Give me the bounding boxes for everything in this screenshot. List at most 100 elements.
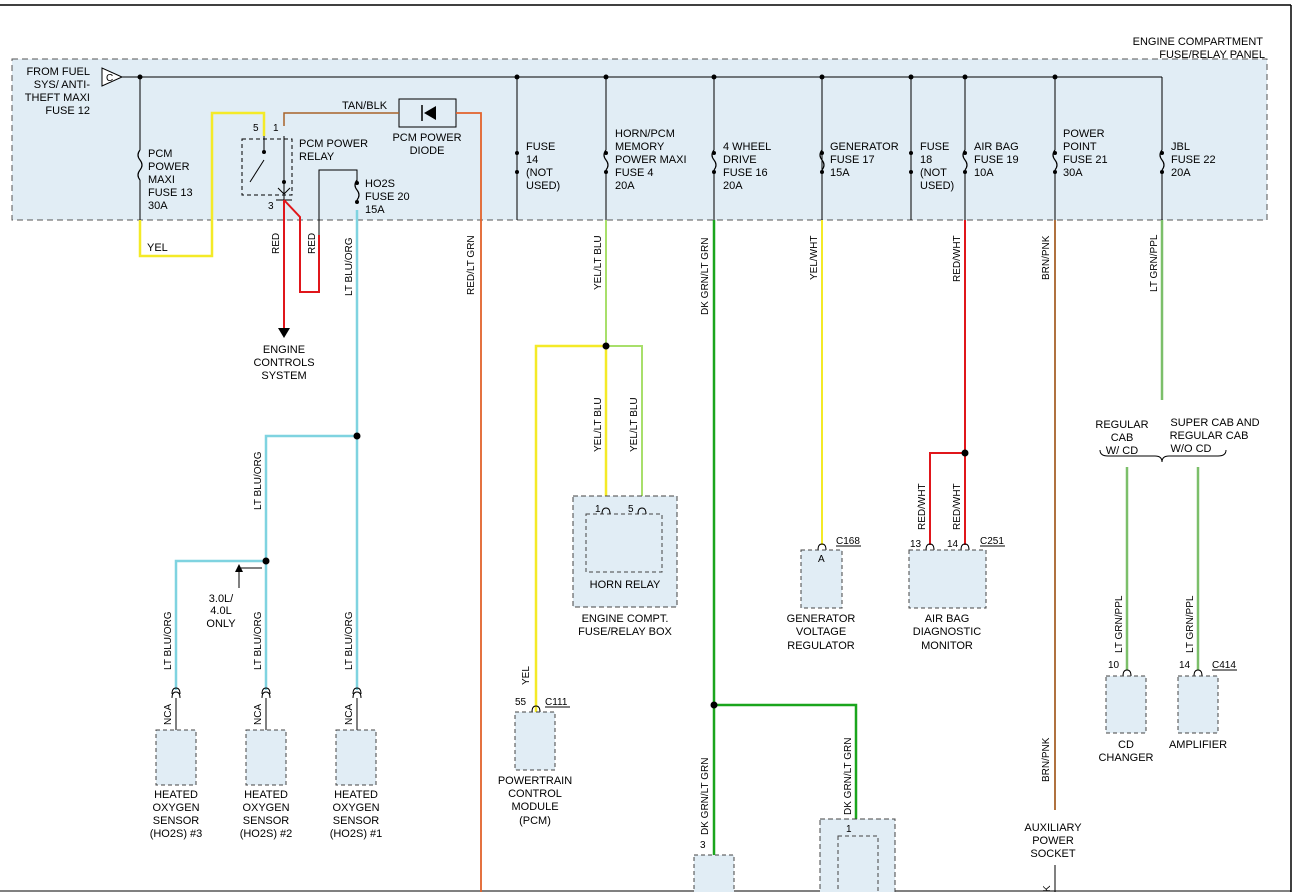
pcm-box	[514, 711, 556, 771]
aux-l3: SOCKET	[1030, 848, 1076, 860]
gen-l1: GENERATOR	[787, 613, 856, 625]
arrow-down-icon	[278, 328, 290, 338]
option-l2: 4.0L	[210, 605, 231, 617]
airbag-l2: DIAGNOSTIC	[913, 626, 982, 638]
lgp-label-1: LT GRN/PPL	[1149, 234, 1160, 292]
s3-l4: (HO2S) #3	[150, 828, 203, 840]
tan-blk-wire	[283, 112, 399, 126]
red-lt-grn-wire	[456, 112, 482, 892]
ylb-label-1: YEL/LT BLU	[593, 235, 604, 290]
aux-l1: AUXILIARY	[1024, 822, 1082, 834]
fuse13-l4: FUSE 13	[148, 187, 193, 199]
fuse18-l1: FUSE	[920, 141, 949, 153]
yel-label: YEL	[147, 242, 168, 254]
nca-s1: NCA	[344, 704, 355, 725]
diode-label-2: DIODE	[410, 145, 445, 157]
airbag-terminals	[925, 543, 970, 551]
tan-blk-label: TAN/BLK	[342, 100, 388, 112]
pcm-pin: 55	[515, 697, 527, 708]
fuse13-l5: 30A	[148, 200, 168, 212]
engine-controls-l1: ENGINE	[263, 344, 305, 356]
dkgrn2-pin1: 1	[846, 824, 852, 835]
lgp-label-3: LT GRN/PPL	[1185, 595, 1196, 653]
lgp-label-2: LT GRN/PPL	[1114, 595, 1125, 653]
bus-drops	[139, 77, 1163, 220]
s3-l3: SENSOR	[153, 815, 200, 827]
panel-title-1: ENGINE COMPARTMENT	[1133, 36, 1264, 48]
fuse20-l1: HO2S	[365, 178, 395, 190]
fuse19-l1: AIR BAG	[974, 141, 1019, 153]
fuse18-l2: 18	[920, 154, 932, 166]
fuse13-l1: PCM	[148, 148, 172, 160]
amp-pin: 14	[1179, 660, 1191, 671]
fuse14-l2: 14	[526, 154, 538, 166]
from-fuel-line3: THEFT MAXI	[25, 92, 90, 104]
fuse-terminal-dots	[355, 151, 1164, 204]
airbag-connector: C251	[980, 536, 1004, 547]
lbo-label-mid: LT BLU/ORG	[253, 451, 264, 510]
fuse19-l2: FUSE 19	[974, 154, 1019, 166]
panel-title-2: FUSE/RELAY PANEL	[1159, 49, 1265, 61]
fuse14-l1: FUSE	[526, 141, 555, 153]
cab-right-l2: REGULAR CAB	[1170, 430, 1249, 442]
fuse21-l3: FUSE 21	[1063, 154, 1108, 166]
ho2s-2-box	[245, 729, 287, 786]
red-lt-grn-label: RED/LT GRN	[466, 235, 477, 295]
dkgrn-label-1: DK GRN/LT GRN	[700, 238, 711, 315]
lbo-label-main: LT BLU/ORG	[344, 237, 355, 296]
engine-compt-l1: ENGINE COMPT.	[582, 613, 669, 625]
cab-left-l3: W/ CD	[1106, 445, 1138, 457]
dk-grn-lt-grn-wires	[712, 220, 858, 858]
fuse17-l3: 15A	[830, 167, 850, 179]
dkgrn-pin3: 3	[700, 840, 706, 851]
fuse4-l4: FUSE 4	[615, 167, 654, 179]
yel-wire	[138, 111, 266, 258]
yel-horn-wire-5	[606, 345, 643, 505]
ylb-label-2: YEL/LT BLU	[593, 397, 604, 452]
red-wht-label-2: RED/WHT	[917, 483, 928, 530]
horn-relay-label: HORN RELAY	[590, 579, 661, 591]
option-l1: 3.0L/	[209, 593, 234, 605]
gen-l3: REGULATOR	[787, 640, 854, 652]
audio-terminals	[1122, 669, 1203, 677]
ho2s-3-box	[155, 729, 197, 786]
bus-splice-dots	[137, 74, 1058, 80]
fuse19-l3: 10A	[974, 167, 994, 179]
red-wht-wires	[929, 220, 966, 545]
lbo-label-s3: LT BLU/ORG	[163, 611, 174, 670]
s3-l1: HEATED	[154, 789, 198, 801]
fuse4-l5: 20A	[615, 180, 635, 192]
fuse21-l2: POINT	[1063, 141, 1097, 153]
fuse17-l2: FUSE 17	[830, 154, 875, 166]
amplifier-box	[1177, 675, 1219, 734]
cab-left-l1: REGULAR	[1095, 419, 1148, 431]
ylb-label-3: YEL/LT BLU	[629, 397, 640, 452]
gen-reg-box	[800, 549, 843, 609]
s1-l3: SENSOR	[333, 815, 380, 827]
fuse-lower-stubs	[139, 172, 1163, 220]
s1-l1: HEATED	[334, 789, 378, 801]
horn-relay-box	[585, 513, 663, 573]
fuse21-l4: 30A	[1063, 167, 1083, 179]
splice-ho2s-b	[262, 557, 270, 565]
cab-left-l2: CAB	[1111, 432, 1134, 444]
splice-horn	[602, 342, 610, 350]
fuse20-l3: 15A	[365, 204, 385, 216]
airbag-pin14: 14	[947, 539, 959, 550]
splice-ho2s-a	[353, 432, 361, 440]
gen-l2: VOLTAGE	[796, 626, 846, 638]
horn-relay-terminals	[601, 507, 647, 515]
dkgrn-module-box	[693, 854, 735, 892]
cab-right-l1: SUPER CAB AND	[1170, 417, 1259, 429]
pcm-terminal	[531, 705, 541, 713]
gen-pin-a: A	[818, 554, 825, 565]
red-label-1: RED	[271, 233, 282, 254]
fuse16-l1: 4 WHEEL	[723, 141, 771, 153]
gen-connector: C168	[836, 536, 860, 547]
red-label-2: RED	[307, 233, 318, 254]
fuse16-l3: FUSE 16	[723, 167, 768, 179]
nca-s3: NCA	[163, 704, 174, 725]
from-fuel-line2: SYS/ ANTI-	[34, 79, 91, 91]
horn-pin1: 1	[595, 504, 601, 515]
